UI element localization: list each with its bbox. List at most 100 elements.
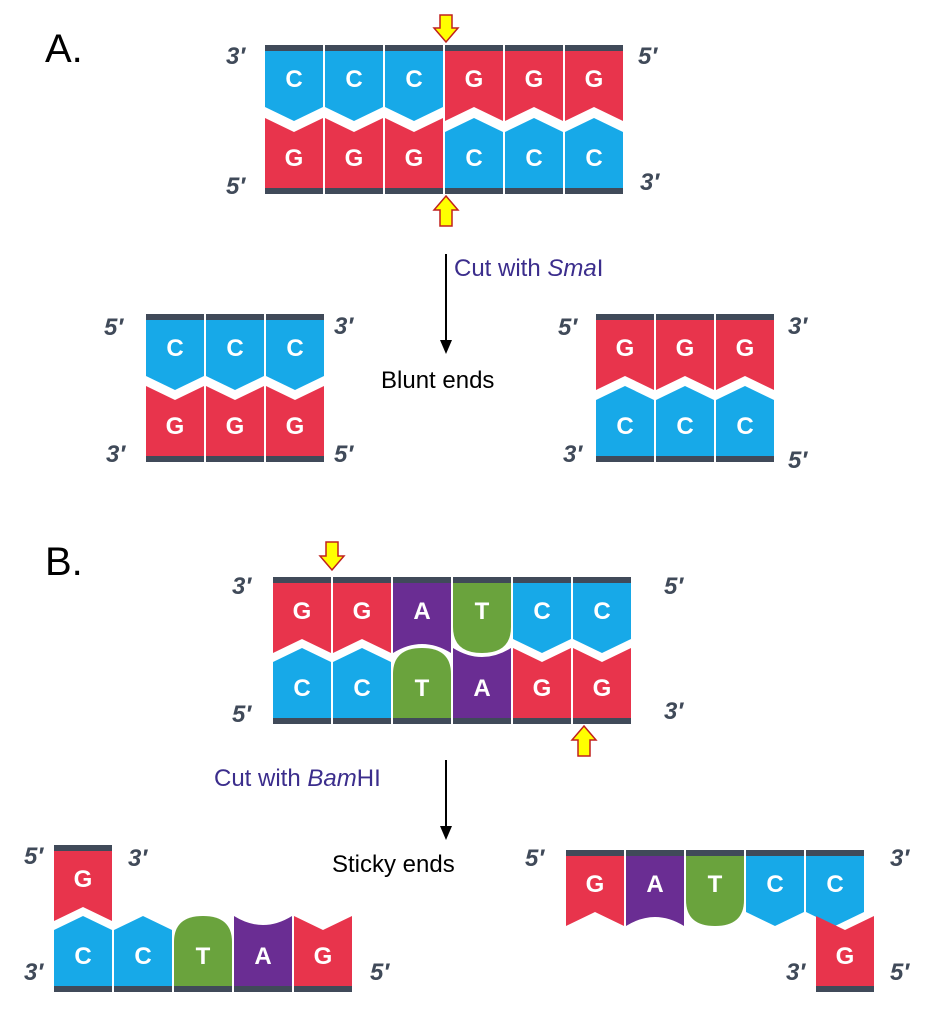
panel-b-right-top-base-1-backbone: [566, 850, 624, 856]
panel-a-bottom-base-5-letter: C: [525, 145, 542, 172]
panel-a-top-base-3-letter: C: [405, 66, 422, 93]
panel-b-left-top-base-1: G: [54, 845, 112, 921]
panel-b-top-left-end: 3′: [232, 573, 252, 600]
panel-a-bottom-base-3-letter: G: [405, 145, 424, 172]
panel-b-bottom-right-end: 3′: [664, 698, 684, 725]
panel-a-left-bottom-base-3-letter: G: [286, 413, 305, 440]
panel-b-bottom-base-2-letter: C: [353, 675, 370, 702]
panel-a-right-bottom-base-2-backbone: [656, 456, 714, 462]
panel-b-top-base-6-block: [573, 583, 631, 653]
panel-b-bottom-base-3-letter: T: [415, 675, 430, 702]
panel-b-right-top-base-4-letter: C: [766, 871, 783, 898]
panel-a-right-top-base-1-block: [596, 320, 654, 390]
panel-b-bottom-base-5: G: [513, 648, 571, 724]
panel-a-bottom-base-4: C: [445, 118, 503, 194]
panel-b-top-cut-arrow-icon: [318, 541, 346, 572]
panel-b-right-top-base-3-letter: T: [708, 871, 723, 898]
panel-a-right-top-base-2-letter: G: [676, 335, 695, 362]
panel-b-top-base-6-letter: C: [593, 598, 610, 625]
panel-a-right-top-base-3-letter: G: [736, 335, 755, 362]
panel-b-bottom-base-4: A: [453, 648, 511, 724]
panel-a-left-bottom-base-2-letter: G: [226, 413, 245, 440]
panel-a-top-base-3-backbone: [385, 45, 443, 51]
panel-a-bottom-base-6: C: [565, 118, 623, 194]
panel-a-bottom-base-4-block: [445, 118, 503, 188]
panel-b-right-top-base-1-block: [566, 856, 624, 926]
panel-b-top-base-3-letter: A: [413, 598, 430, 625]
panel-b-left-bottom-base-4: A: [234, 916, 292, 992]
panel-b-right-top-left-end: 5′: [525, 845, 545, 872]
panel-a-right-bottom-base-3-block: [716, 386, 774, 456]
panel-a-bottom-base-4-letter: C: [465, 145, 482, 172]
panel-a-bottom-base-1: G: [265, 118, 323, 194]
panel-a-top-base-5: G: [505, 45, 563, 121]
panel-a-result-caption: Blunt ends: [381, 367, 494, 394]
panel-b-right-top-base-5-block: [806, 856, 864, 926]
panel-b-right-top-base-4-backbone: [746, 850, 804, 856]
panel-a-left-bottom-base-1-block: [146, 386, 204, 456]
panel-a-left-bottom-base-1-letter: G: [166, 413, 185, 440]
panel-b-top-base-4: T: [453, 577, 511, 653]
panel-b-left-top-right-end: 3′: [128, 845, 148, 872]
panel-b-left-bottom-base-4-letter: A: [254, 943, 271, 970]
panel-b-right-top-base-4-block: [746, 856, 804, 926]
panel-a-left-top-base-2: C: [206, 314, 264, 390]
panel-a-right-bottom-base-2-letter: C: [676, 413, 693, 440]
panel-a-top-base-6-backbone: [565, 45, 623, 51]
panel-b-bottom-base-3-backbone: [393, 718, 451, 724]
panel-a-right-bottom-left-end: 3′: [563, 441, 583, 468]
panel-a-left-top-left-end: 5′: [104, 314, 124, 341]
panel-a-top-base-6-block: [565, 51, 623, 121]
panel-a-left-top-base-3-letter: C: [286, 335, 303, 362]
panel-b-left-bottom-base-2-backbone: [114, 986, 172, 992]
panel-a-left-bottom-base-3-block: [266, 386, 324, 456]
panel-a-bottom-base-6-block: [565, 118, 623, 188]
panel-b-right-bottom-base-1-backbone: [816, 986, 874, 992]
panel-b-right-fragment-bottom: G: [816, 916, 874, 992]
panel-a-top-base-3: C: [385, 45, 443, 121]
panel-a-left-top-base-3-block: [266, 320, 324, 390]
panel-a-left-bottom-base-1: G: [146, 386, 204, 462]
panel-b-bottom-base-2: C: [333, 648, 391, 724]
panel-b-right-top-right-end: 3′: [890, 845, 910, 872]
panel-a-right-bottom-base-1-block: [596, 386, 654, 456]
panel-a-top-base-4-block: [445, 51, 503, 121]
panel-b-bottom-base-6: G: [573, 648, 631, 724]
panel-b-right-top-base-1-letter: G: [586, 871, 605, 898]
panel-a-bottom-base-1-block: [265, 118, 323, 188]
panel-a-left-top-base-1-backbone: [146, 314, 204, 320]
panel-a-left-top-base-3: C: [266, 314, 324, 390]
panel-b-left-bottom-base-5-letter: G: [314, 943, 333, 970]
panel-b-right-bottom-right-end: 5′: [890, 959, 910, 986]
panel-a-bottom-base-5-block: [505, 118, 563, 188]
panel-b-right-top-base-2: A: [626, 850, 684, 926]
panel-a-top-base-4: G: [445, 45, 503, 121]
panel-b-bottom-base-5-backbone: [513, 718, 571, 724]
panel-a-top-base-4-letter: G: [465, 66, 484, 93]
panel-a-left-top-base-3-backbone: [266, 314, 324, 320]
panel-a-right-top-base-2-backbone: [656, 314, 714, 320]
panel-b-top-base-5-block: [513, 583, 571, 653]
panel-b-left-bottom-base-2: C: [114, 916, 172, 992]
panel-a-left-bottom-base-2: G: [206, 386, 264, 462]
panel-b-left-bottom-base-2-letter: C: [134, 943, 151, 970]
panel-a-top-base-1-block: [265, 51, 323, 121]
panel-b-left-top-left-end: 5′: [24, 843, 44, 870]
panel-a-bottom-right-end: 3′: [640, 169, 660, 196]
panel-b-bottom-base-5-letter: G: [533, 675, 552, 702]
panel-b-left-top-base-1-letter: G: [74, 866, 93, 893]
panel-a-top-base-1-backbone: [265, 45, 323, 51]
panel-a-top-base-1-letter: C: [285, 66, 302, 93]
panel-a-bottom-base-5: C: [505, 118, 563, 194]
panel-a-top-base-2: C: [325, 45, 383, 121]
panel-b-enzyme-label: Cut with BamHI: [214, 765, 381, 792]
panel-b-result-caption: Sticky ends: [332, 851, 455, 878]
panel-b-left-bottom-base-4-backbone: [234, 986, 292, 992]
panel-b-bottom-base-2-block: [333, 648, 391, 718]
panel-a-left-top-base-1: C: [146, 314, 204, 390]
panel-a-top-base-2-letter: C: [345, 66, 362, 93]
